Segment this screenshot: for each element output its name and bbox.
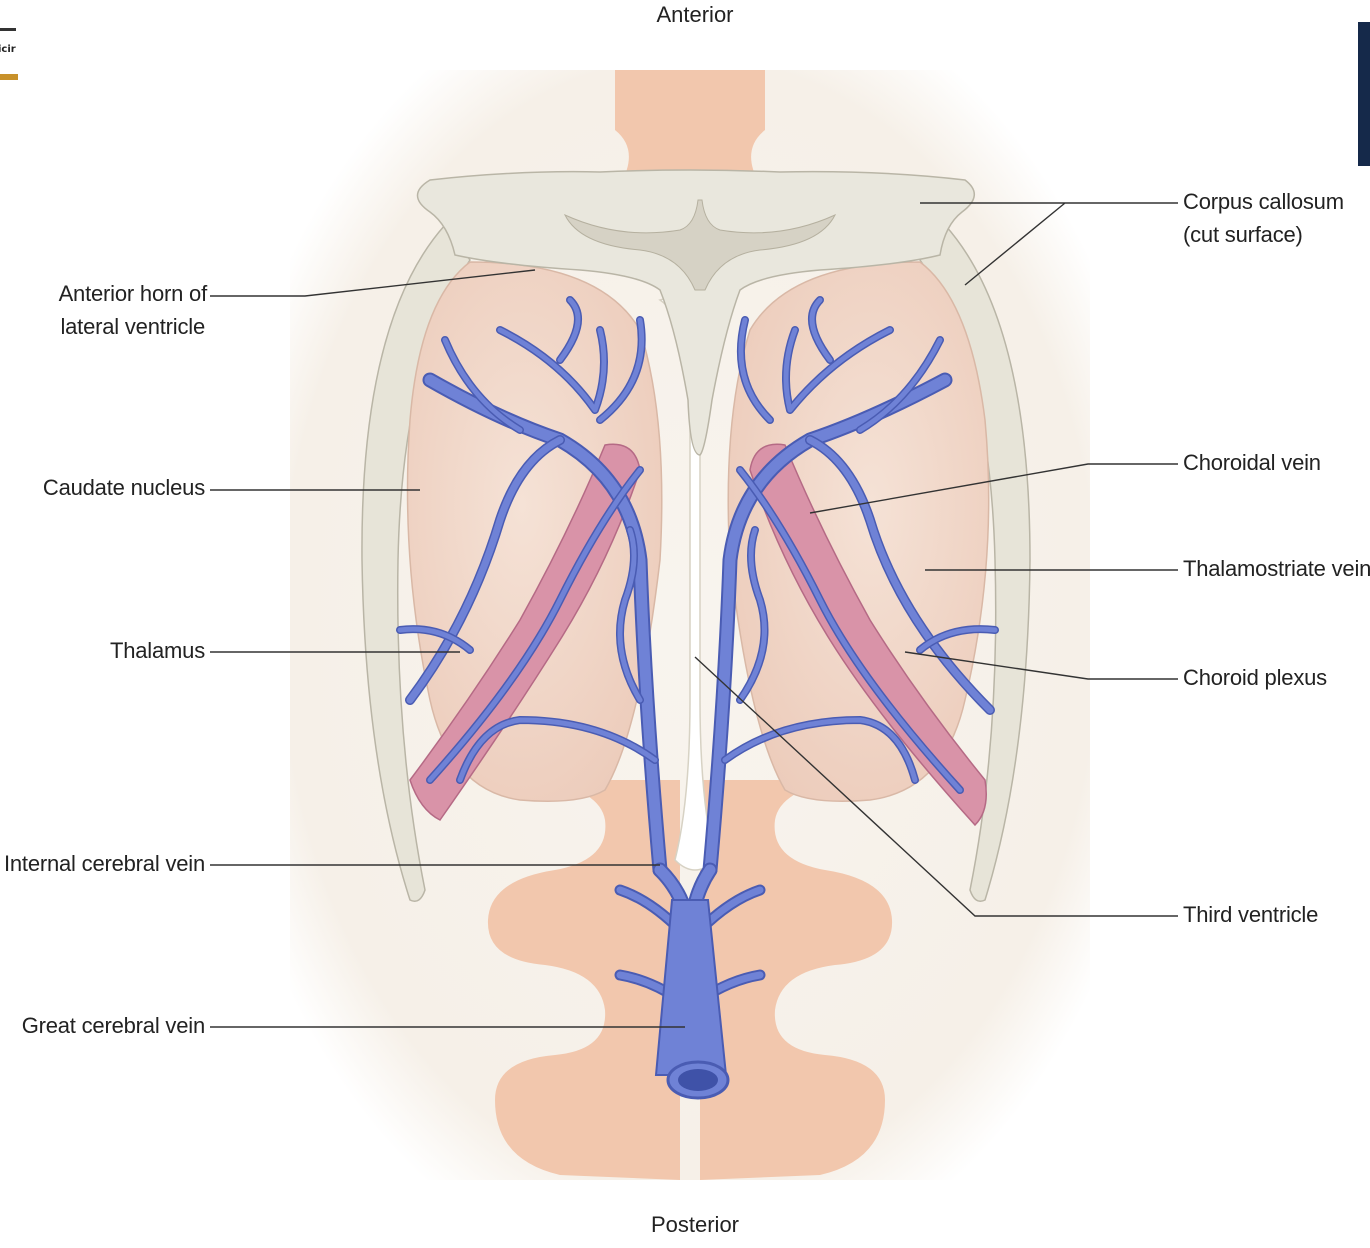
label-great-cerebral-vein: Great cerebral vein [22,1010,205,1042]
logo-text: icir [0,44,16,55]
label-caudate-nucleus: Caudate nucleus [43,472,205,504]
label-thalamostriate-vein: Thalamostriate vein [1183,553,1370,585]
label-internal-cerebral-vein: Internal cerebral vein [4,848,205,880]
corner-logo: icir [0,22,18,80]
label-thalamus: Thalamus [110,635,205,667]
label-third-ventricle: Third ventricle [1183,899,1318,931]
right-edge-block [1358,22,1370,166]
label-anterior-horn-line2: lateral ventricle [60,311,205,343]
label-anterior-horn-line1: Anterior horn of [59,278,207,310]
logo-bar-top [0,28,16,31]
label-choroid-plexus: Choroid plexus [1183,662,1327,694]
label-corpus-callosum-line2: (cut surface) [1183,219,1303,251]
orientation-posterior: Posterior [595,1212,795,1238]
label-corpus-callosum-line1: Corpus callosum [1183,186,1344,218]
logo-bar-bottom [0,74,18,80]
orientation-anterior: Anterior [595,2,795,28]
great-cerebral-vein-lumen [678,1069,718,1091]
label-choroidal-vein: Choroidal vein [1183,447,1321,479]
